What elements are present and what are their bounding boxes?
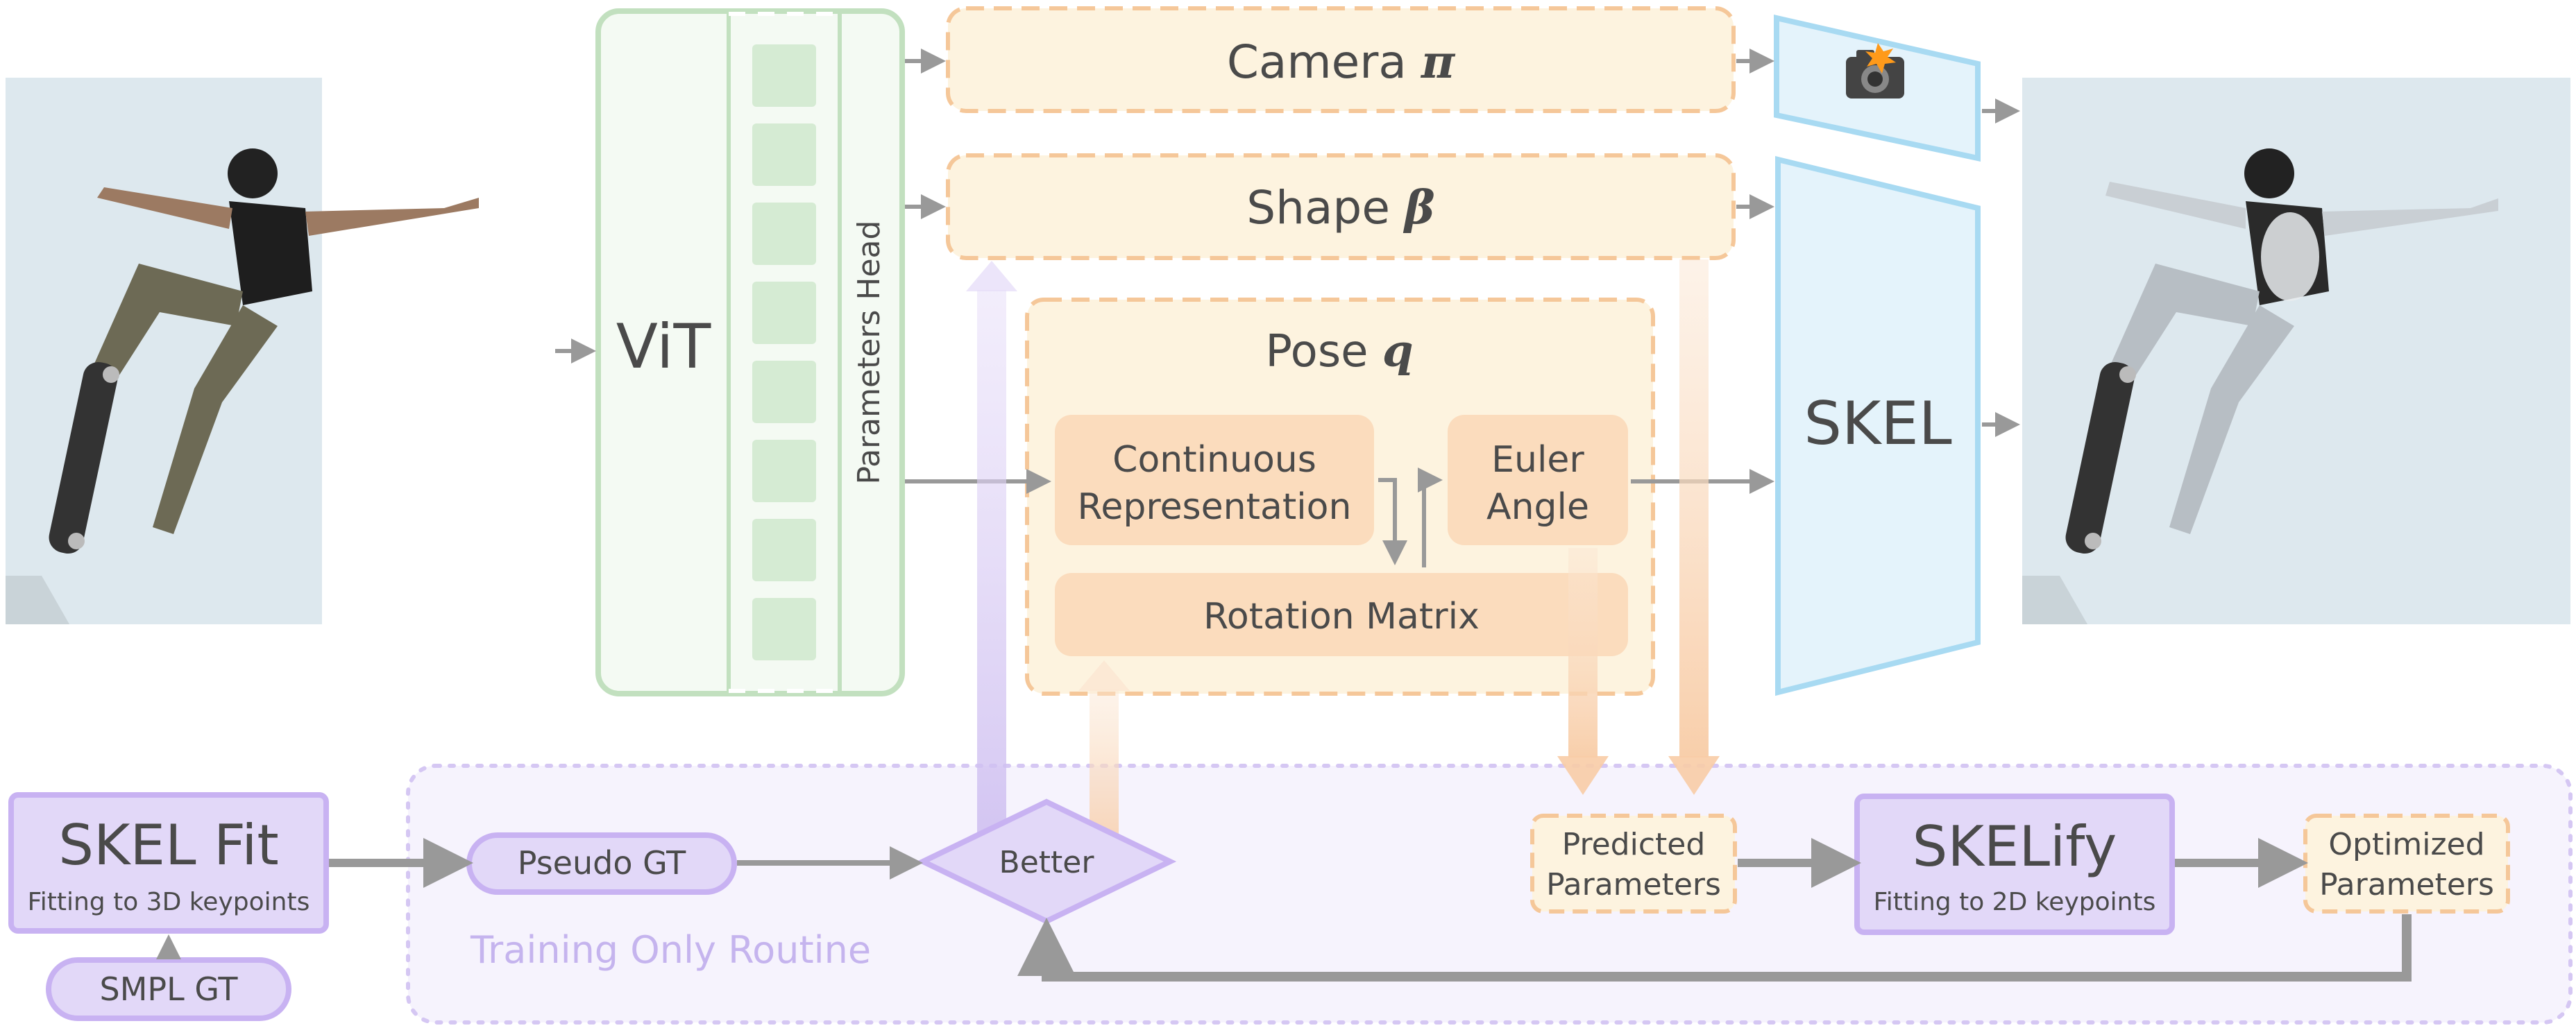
skater-figure <box>49 148 479 554</box>
feedback-arrows <box>966 259 1720 838</box>
vit-label: ViT <box>616 311 712 382</box>
pose-box: Pose q Continuous Representation Euler A… <box>1025 298 1655 696</box>
optimized-to-better-arrow <box>1017 914 2412 982</box>
better-diamond: Better <box>916 798 1177 925</box>
skelify-subtitle: Fitting to 2D keypoints <box>1874 888 2156 916</box>
shape-label: Shape β <box>1246 180 1434 234</box>
camera-icon <box>1846 43 1904 98</box>
optimized-label-1: Optimized <box>2328 827 2484 862</box>
camera-box: Camera π <box>946 6 1736 113</box>
continuous-label-2: Representation <box>1078 486 1352 528</box>
camera-label: Camera π <box>1227 35 1456 89</box>
euler-label-2: Angle <box>1486 486 1589 528</box>
rotation-matrix-label: Rotation Matrix <box>1203 596 1480 637</box>
training-routine-region: Training Only Routine <box>406 764 2573 1025</box>
smpl-gt-label: SMPL GT <box>100 970 239 1008</box>
skeleton-overlay <box>2065 148 2498 554</box>
predicted-label-1: Predicted <box>1562 827 1706 862</box>
output-image <box>2022 78 2570 624</box>
shape-box: Shape β <box>946 153 1736 260</box>
training-routine-label: Training Only Routine <box>470 928 871 972</box>
optimized-label-2: Parameters <box>2319 867 2494 902</box>
vit-block: ViT Parameters Head <box>595 8 905 696</box>
skel-fit-box: SKEL Fit Fitting to 3D keypoints <box>8 792 329 934</box>
predicted-parameters-box: Predicted Parameters <box>1530 814 1737 914</box>
skelify-box: SKELify Fitting to 2D keypoints <box>1854 794 2175 935</box>
parameters-head-label: Parameters Head <box>851 221 887 485</box>
skel-model-trapezoid: SKEL <box>1775 155 1981 696</box>
continuous-label-1: Continuous <box>1112 439 1316 481</box>
continuous-representation-box <box>1055 415 1374 545</box>
training-arrows <box>329 838 2412 982</box>
input-image <box>6 78 479 624</box>
pose-label: Pose q <box>1265 325 1413 377</box>
pseudo-gt-label: Pseudo GT <box>518 844 686 882</box>
euler-label-1: Euler <box>1491 439 1584 481</box>
rotation-to-euler-arrow <box>1418 468 1443 567</box>
skel-fit-subtitle: Fitting to 3D keypoints <box>28 888 310 916</box>
rotation-matrix-box <box>1055 573 1628 656</box>
euler-angle-box <box>1448 415 1628 545</box>
smpl-gt-box: SMPL GT <box>46 957 291 1021</box>
camera-projection-trapezoid <box>1774 14 1981 162</box>
continuous-to-rotation-arrow <box>1378 478 1407 565</box>
token-column <box>752 44 816 660</box>
optimized-parameters-box: Optimized Parameters <box>2303 814 2510 914</box>
better-label: Better <box>999 845 1095 880</box>
predicted-label-2: Parameters <box>1546 867 1721 902</box>
skel-label: SKEL <box>1804 389 1951 459</box>
skelify-title: SKELify <box>1913 814 2117 879</box>
skel-fit-title: SKEL Fit <box>58 813 279 877</box>
pseudo-gt-box: Pseudo GT <box>466 832 737 895</box>
